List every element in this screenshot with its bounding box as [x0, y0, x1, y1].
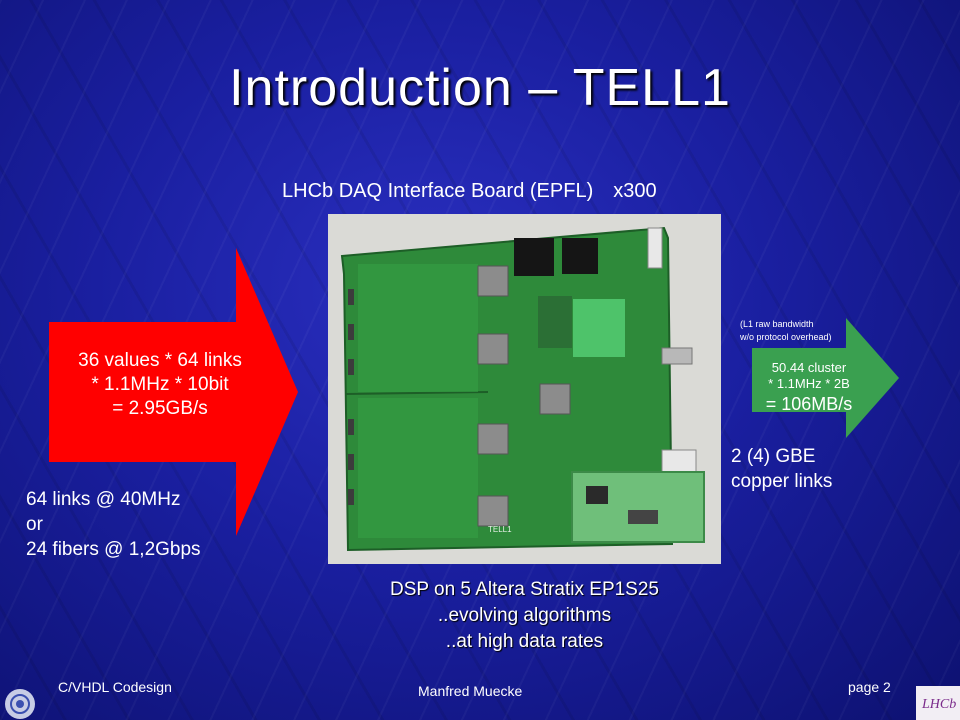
- subtitle-count: x300: [613, 180, 657, 202]
- board-photo: TELL1: [328, 214, 721, 564]
- input-arrow-text: 36 values * 64 links * 1.1MHz * 10bit = …: [50, 349, 270, 421]
- dsp-line2: ..evolving algorithms: [437, 605, 612, 626]
- dsp-description: DSP on 5 Altera Stratix EP1S25 ..evolvin…: [328, 577, 721, 655]
- lhcb-logo-text: LHCb: [921, 697, 956, 712]
- footer-course: C/VHDL Codesign: [58, 679, 172, 695]
- dsp-line3: ..at high data rates: [445, 631, 604, 652]
- board-label: TELL1: [488, 525, 512, 534]
- output-bandwidth-arrow: [752, 318, 899, 438]
- input-bandwidth-arrow: [49, 248, 298, 536]
- input-links-line3: 24 fibers @ 1,2Gbps: [26, 539, 201, 560]
- input-arrow-line2: * 1.1MHz * 10bit: [91, 374, 229, 395]
- output-arrow-shape: [752, 318, 899, 438]
- subtitle-text: LHCb DAQ Interface Board (EPFL): [282, 180, 594, 202]
- footer-page-number: page 2: [848, 679, 891, 695]
- output-note-line1: (L1 raw bandwidth: [740, 319, 814, 329]
- tell1-board-illustration: TELL1: [328, 214, 721, 564]
- output-arrow-note: (L1 raw bandwidth w/o protocol overhead): [740, 318, 832, 344]
- footer-author: Manfred Muecke: [418, 683, 523, 699]
- input-links-text: 64 links @ 40MHz or 24 fibers @ 1,2Gbps: [26, 487, 201, 562]
- input-arrow-shape: [49, 248, 298, 536]
- input-links-line1: 64 links @ 40MHz: [26, 489, 181, 510]
- input-arrow-line3: = 2.95GB/s: [112, 398, 208, 419]
- dsp-line1: DSP on 5 Altera Stratix EP1S25: [390, 579, 659, 600]
- board-subtitle: LHCb DAQ Interface Board (EPFL) x300: [282, 180, 657, 203]
- output-arrow-line3: = 106MB/s: [765, 394, 853, 414]
- cern-logo-icon: [5, 689, 35, 719]
- input-links-line2: or: [26, 514, 43, 535]
- output-arrow-text: 50.44 cluster * 1.1MHz * 2B = 106MB/s: [744, 360, 874, 416]
- slide-title: Introduction – TELL1: [229, 59, 731, 117]
- input-arrow-line1: 36 values * 64 links: [78, 350, 242, 371]
- output-links-text: 2 (4) GBE copper links: [731, 444, 832, 494]
- output-arrow-line1: 50.44 cluster: [771, 360, 847, 375]
- output-note-line2: w/o protocol overhead): [740, 332, 832, 342]
- lhcb-logo-icon: LHCb: [916, 686, 960, 720]
- output-links-line1: 2 (4) GBE: [731, 446, 816, 467]
- output-arrow-line2: * 1.1MHz * 2B: [768, 376, 850, 391]
- output-links-line2: copper links: [731, 471, 833, 492]
